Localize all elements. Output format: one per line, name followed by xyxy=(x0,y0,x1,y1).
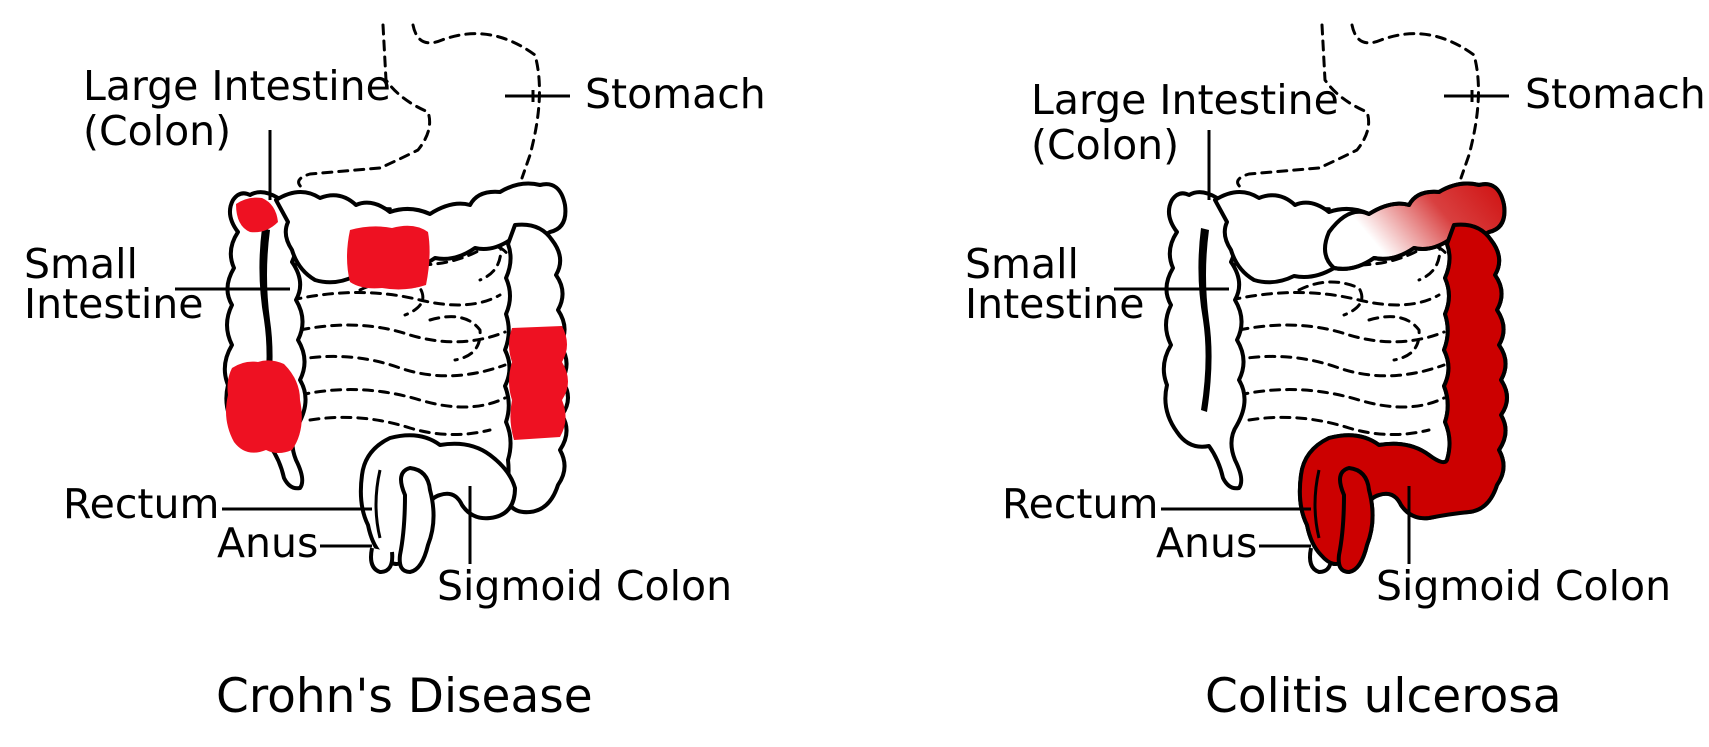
colitis-panel: Large Intestine (Colon) Stomach Small In… xyxy=(965,23,1706,724)
colitis-label-large-intestine: Large Intestine xyxy=(1031,76,1339,124)
crohns-label-large-intestine: Large Intestine xyxy=(83,62,391,110)
crohns-label-stomach: Stomach xyxy=(585,70,766,118)
crohns-patch-ascending xyxy=(226,360,302,453)
colitis-anatomy xyxy=(1161,23,1509,575)
colitis-label-rectum: Rectum xyxy=(1002,480,1158,528)
colitis-inflamed-descending-sigmoid xyxy=(1297,222,1509,566)
crohns-patch-descending xyxy=(509,326,568,440)
colitis-label-anus: Anus xyxy=(1156,519,1257,567)
colitis-label-intestine: Intestine xyxy=(965,280,1144,328)
colitis-label-small: Small xyxy=(965,240,1079,288)
colitis-leader-lines xyxy=(1114,90,1509,564)
crohns-inflamed-patches xyxy=(226,197,568,453)
crohns-patch-transverse xyxy=(347,225,430,290)
crohns-label-sigmoid-colon: Sigmoid Colon xyxy=(437,562,732,610)
colitis-label-colon: (Colon) xyxy=(1031,121,1179,169)
crohns-panel: Large Intestine (Colon) Stomach Small In… xyxy=(24,23,766,724)
crohns-patch-cecum-top xyxy=(236,197,278,233)
colitis-inflamed-transverse xyxy=(1323,181,1507,271)
colitis-label-sigmoid-colon: Sigmoid Colon xyxy=(1376,562,1671,610)
crohns-label-colon: (Colon) xyxy=(83,107,231,155)
crohns-label-anus: Anus xyxy=(217,519,318,567)
colitis-caption: Colitis ulcerosa xyxy=(1205,669,1562,724)
crohns-caption: Crohn's Disease xyxy=(216,669,593,724)
crohns-label-rectum: Rectum xyxy=(63,480,219,528)
crohns-label-small: Small xyxy=(24,240,138,288)
colitis-label-stomach: Stomach xyxy=(1525,70,1706,118)
crohns-leader-lines xyxy=(175,90,570,564)
crohns-label-intestine: Intestine xyxy=(24,280,203,328)
